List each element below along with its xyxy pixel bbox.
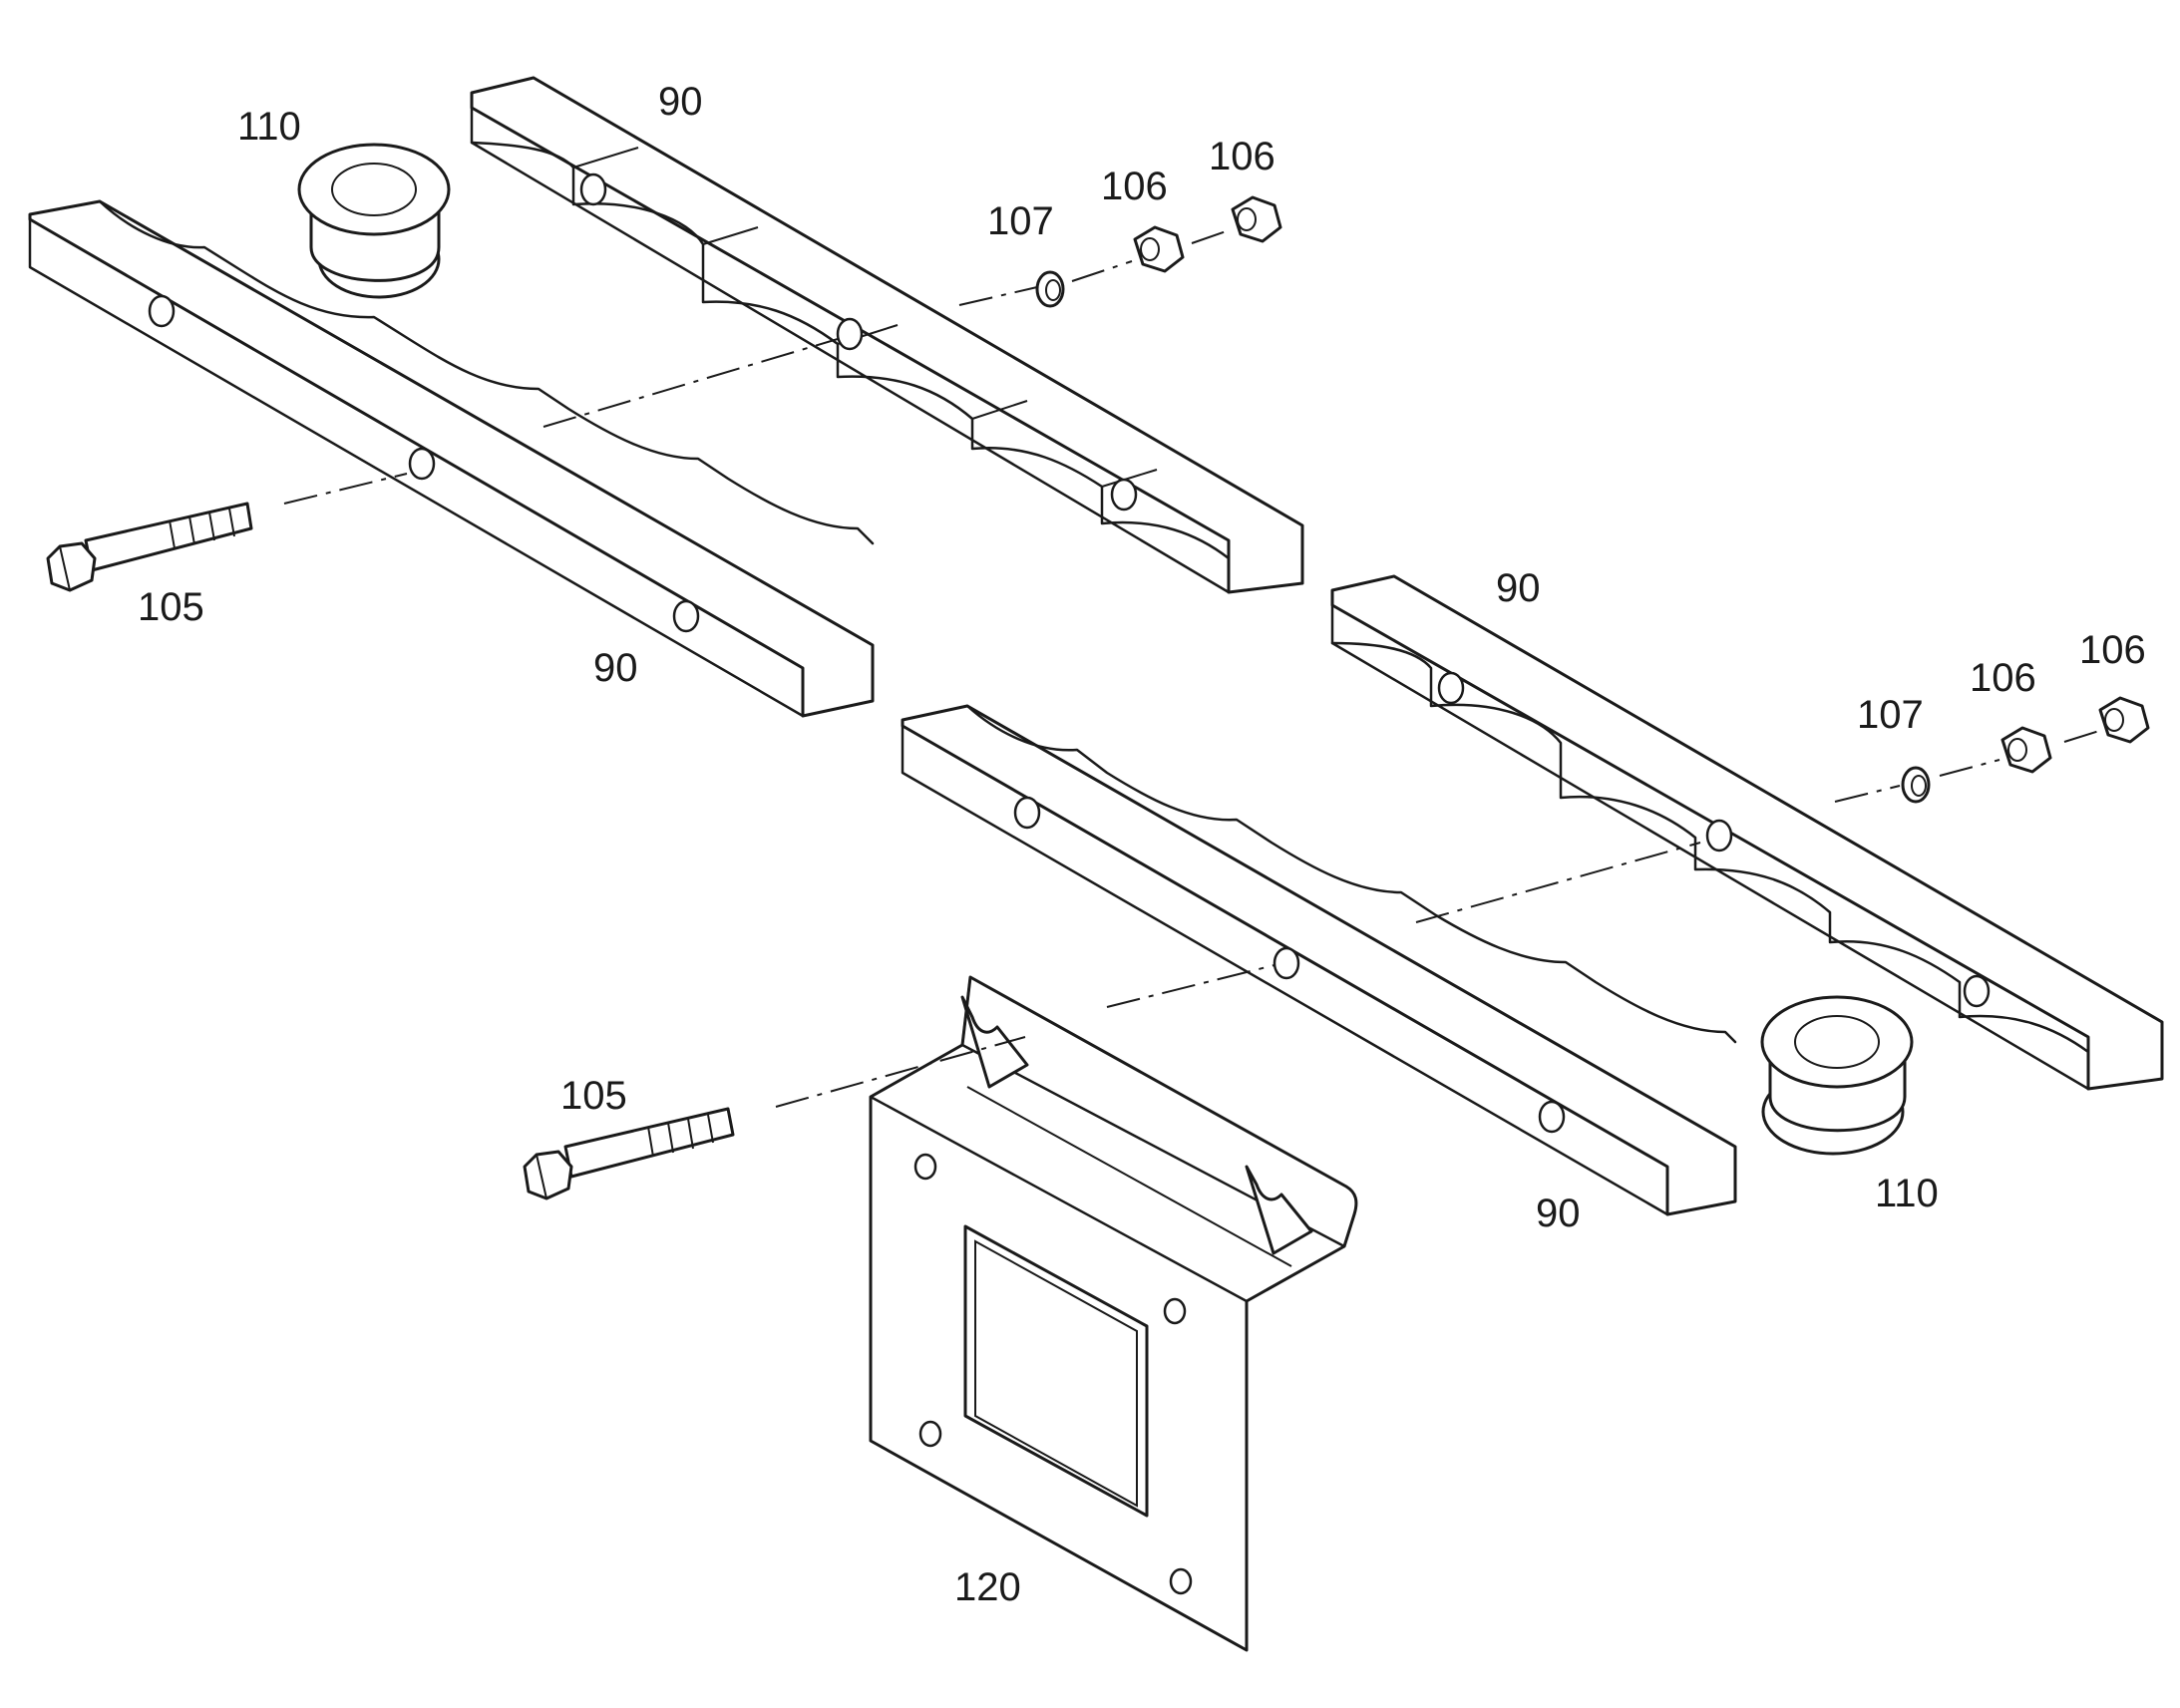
callout-washer-right: 107 [1857, 693, 1924, 737]
axis-washer-left [958, 286, 1038, 306]
clamp-bar-rear-right [1330, 574, 2164, 1091]
axis-nut-left-b [1191, 228, 1233, 244]
axis-nut-right-a [1939, 759, 2000, 777]
nut-left-a [1133, 225, 1185, 273]
washer-left [1035, 270, 1065, 308]
callout-clamp-front-left: 90 [593, 646, 638, 690]
callout-clamp-top-left: 90 [658, 80, 703, 124]
callout-washer-left: 107 [987, 199, 1054, 243]
callout-bolt-lower: 105 [560, 1074, 627, 1118]
bolt-left [46, 502, 253, 592]
callout-clamp-front-right: 90 [1536, 1192, 1581, 1235]
callout-bolt-left: 105 [138, 585, 204, 629]
axis-bracket-clamp [1106, 964, 1275, 1008]
callout-grommet-right: 110 [1875, 1172, 1939, 1215]
axis-clamp-left [543, 338, 839, 428]
grommet-left [297, 143, 451, 299]
callout-nut-left-b: 106 [1209, 135, 1275, 178]
bolt-lower [523, 1107, 735, 1200]
clamp-bar-front-left [28, 199, 875, 718]
callout-nut-left-a: 106 [1101, 165, 1168, 208]
nut-left-b [1231, 195, 1282, 243]
axis-bolt-left [283, 473, 408, 505]
nut-right-b [2098, 696, 2150, 744]
callout-grommet-left: 110 [237, 105, 301, 149]
callout-clamp-top-right: 90 [1496, 566, 1541, 610]
axis-washer-right [1834, 785, 1901, 803]
axis-nut-right-b [2063, 730, 2100, 743]
callouts: 90 90 90 90 110 110 105 105 107 106 106 … [138, 80, 2146, 1609]
axis-nut-left-a [1071, 260, 1133, 282]
clamp-bar-rear-left [470, 76, 1304, 594]
nut-right-a [2000, 726, 2052, 774]
mounting-bracket [869, 975, 1358, 1652]
clamp-bar-front-right [901, 704, 1737, 1216]
callout-nut-right-a: 106 [1970, 656, 2036, 700]
callout-nut-right-b: 106 [2079, 628, 2146, 672]
axis-bolt-lower [775, 1036, 1026, 1108]
grommet-right [1760, 995, 1914, 1156]
washer-right [1901, 766, 1931, 804]
axis-clamp-right [1415, 842, 1701, 923]
assembly-axes [283, 228, 2100, 1108]
callout-bracket: 120 [954, 1565, 1021, 1609]
